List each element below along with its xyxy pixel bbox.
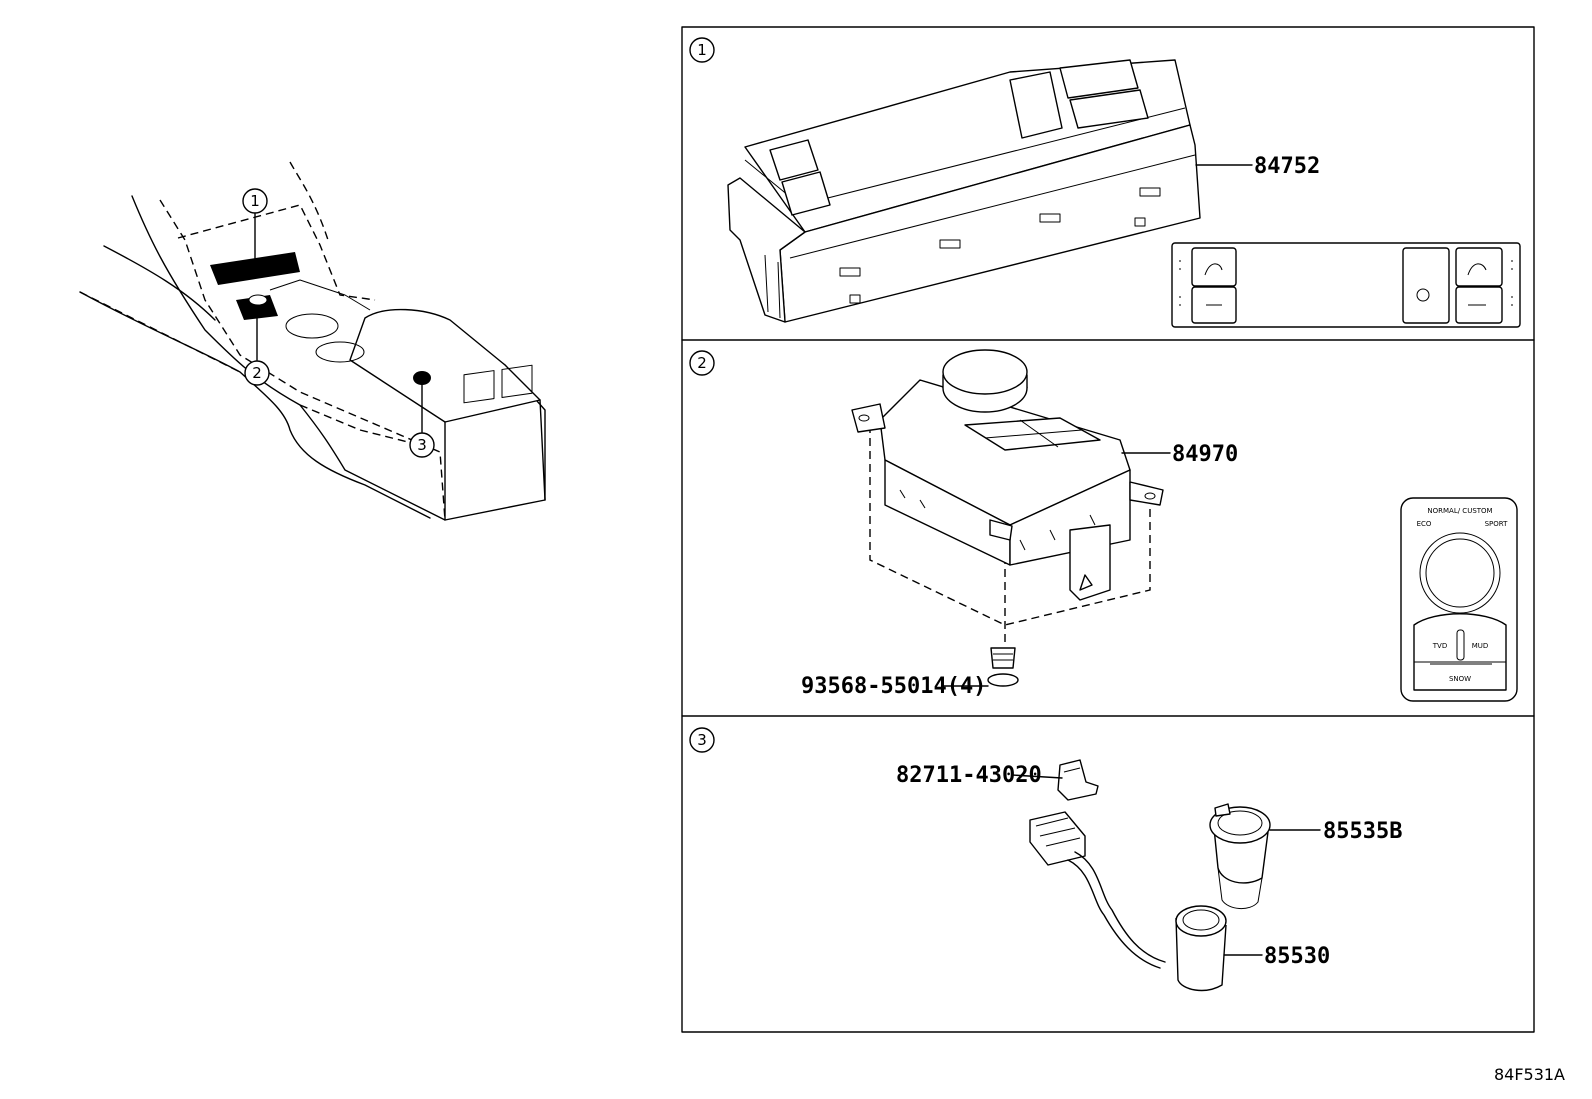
part-number-93568-55014-4: 93568-55014(4) (801, 674, 986, 699)
panel-2: 2 (689, 350, 715, 376)
inset-label-tvd: TVD (1432, 642, 1447, 650)
drive-mode-switch-face-inset: NORMAL/ CUSTOM ECO SPORT TVD MUD SNOW (1400, 497, 1518, 702)
locator-callout-1: 1 (242, 188, 268, 214)
inset-label-normal-custom: NORMAL/ CUSTOM (1427, 507, 1492, 515)
seat-heater-switch-face-inset (1171, 242, 1521, 328)
part-number-84970: 84970 (1172, 442, 1238, 467)
svg-text:2: 2 (252, 364, 262, 382)
locator-callout-3: 3 (409, 432, 435, 458)
diagram-reference-code: 84F531A (1494, 1065, 1565, 1084)
console-locator-illustration (79, 161, 546, 521)
part-number-85530: 85530 (1264, 944, 1330, 969)
inset-label-mud: MUD (1472, 642, 1489, 650)
seat-heater-switch-illustration (727, 59, 1253, 323)
panel-3: 3 (689, 727, 715, 753)
svg-text:1: 1 (697, 41, 707, 59)
part-number-84752: 84752 (1254, 154, 1320, 179)
part-number-82711-43020: 82711-43020 (896, 763, 1042, 788)
inset-label-snow: SNOW (1449, 675, 1471, 683)
panel-1: 1 (689, 37, 715, 63)
power-outlet-assembly-illustration (1011, 759, 1321, 992)
svg-text:1: 1 (250, 192, 260, 210)
svg-text:3: 3 (697, 731, 707, 749)
locator-callout-2: 2 (244, 360, 270, 386)
inset-label-eco: ECO (1417, 520, 1432, 528)
part-number-85535b: 85535B (1323, 819, 1402, 844)
drive-mode-switch-illustration (851, 349, 1171, 687)
svg-text:2: 2 (697, 354, 707, 372)
svg-text:3: 3 (417, 436, 427, 454)
panel-frame (681, 26, 1535, 1033)
inset-label-sport: SPORT (1485, 520, 1509, 528)
